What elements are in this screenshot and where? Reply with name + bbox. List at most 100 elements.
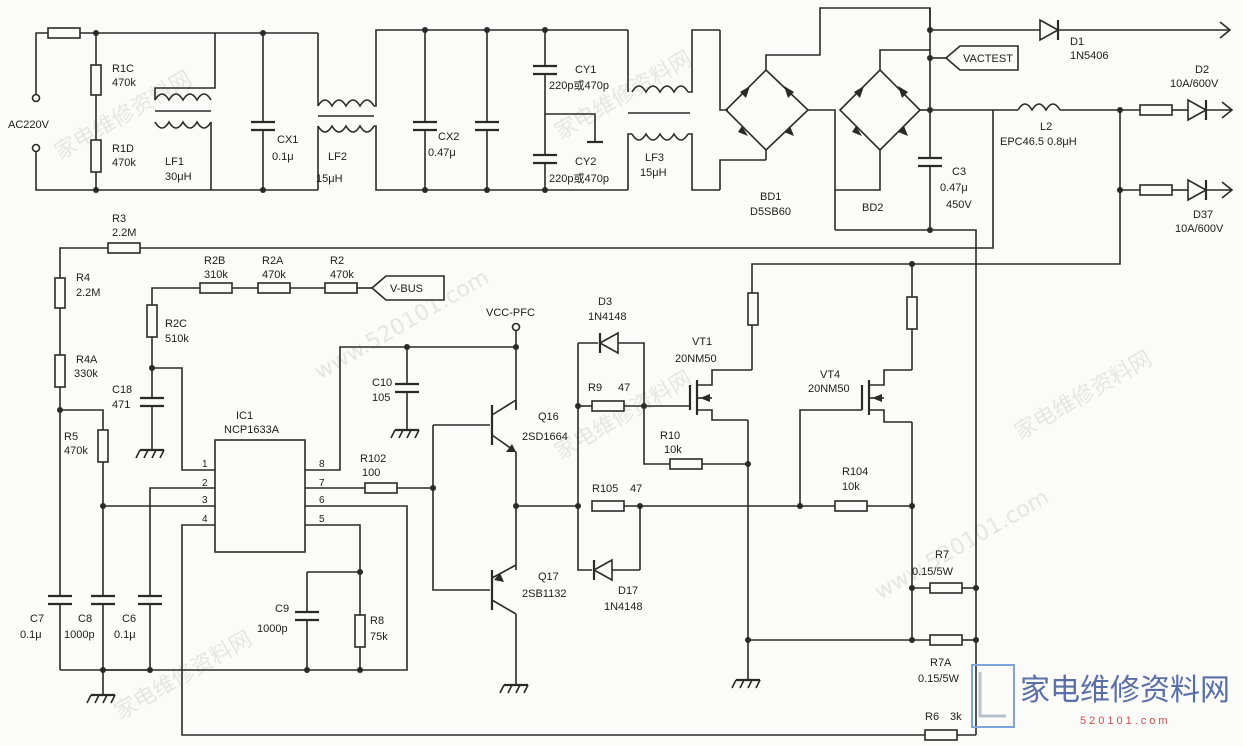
resistor-r105 <box>591 500 625 512</box>
d3-value: 1N4148 <box>588 311 627 323</box>
inductor-lf3-bottom <box>631 132 689 141</box>
resistor-r102 <box>364 482 398 494</box>
c8-label: C8 <box>78 613 92 625</box>
r3-value: 2.2M <box>112 227 136 239</box>
q16-label: Q16 <box>538 411 559 423</box>
inductor-lf1-bottom <box>154 120 212 129</box>
ic-pin-5: 5 <box>319 514 325 525</box>
cx2-label: CX2 <box>438 131 459 143</box>
diode-d17 <box>592 558 613 582</box>
r4a-value: 330k <box>74 368 98 380</box>
d37-value: 10A/600V <box>1175 223 1224 235</box>
r6-value: 3k <box>950 711 962 723</box>
ic-pin-6: 6 <box>319 495 325 506</box>
r7-label: R7 <box>935 549 949 561</box>
vbus-tag <box>370 275 445 301</box>
r7a-value: 0.15/5W <box>918 673 960 685</box>
r2-label: R2 <box>330 255 344 267</box>
q17-value: 2SB1132 <box>522 588 566 600</box>
logo-mark <box>971 664 1015 728</box>
r2c-label: R2C <box>165 318 187 330</box>
resistor-r2 <box>324 282 358 294</box>
r105-value: 47 <box>630 483 642 495</box>
c3-label: C3 <box>952 166 966 178</box>
lf3-label: LF3 <box>645 152 664 164</box>
resistor-r1d <box>90 139 102 173</box>
cy1-label: CY1 <box>575 64 596 76</box>
r2b-label: R2B <box>204 255 225 267</box>
output-section: D1 1N5406 VACTEST L2 EPC46.5 0.8μH D2 10… <box>59 8 1234 735</box>
r5-label: R5 <box>64 431 78 443</box>
inductor-lf1-top <box>154 93 212 102</box>
fuse <box>47 27 81 39</box>
resistor-r6 <box>924 729 958 741</box>
r1c-label: R1C <box>112 63 134 75</box>
r105-label: R105 <box>592 483 618 495</box>
r5-value: 470k <box>64 445 88 457</box>
resistor-vt1-drain <box>747 292 759 326</box>
watermark-layer: 家电维修资料网 www.520101.com 家电维修资料网 家电维修资料网 w… <box>51 47 1157 726</box>
vt1-label: VT1 <box>692 336 712 348</box>
r102-value: 100 <box>362 467 380 479</box>
bridge-bd2 <box>838 68 922 152</box>
resistor-r2a <box>257 282 291 294</box>
r7-value: 0.15/5W <box>912 566 954 578</box>
lf2-value: 15μH <box>316 173 343 185</box>
q17-label: Q17 <box>538 571 559 583</box>
d1-value: 1N5406 <box>1070 50 1109 62</box>
vcc-label: VCC-PFC <box>486 307 535 319</box>
lf1-value: 30μH <box>165 171 192 183</box>
c7-label: C7 <box>30 613 44 625</box>
watermark-text: 家电维修资料网 <box>551 47 697 146</box>
vt4-value: 20NM50 <box>808 383 850 395</box>
inductor-l2 <box>1017 103 1061 112</box>
bd1-label: BD1 <box>760 191 781 203</box>
vactest-label: VACTEST <box>963 53 1013 65</box>
lf3-value: 15μH <box>640 167 667 179</box>
c6-value: 0.1μ <box>114 629 136 641</box>
r102-label: R102 <box>360 453 386 465</box>
c18-value: 471 <box>112 399 130 411</box>
ic-pin-1: 1 <box>202 459 208 470</box>
resistor-r104 <box>834 500 868 512</box>
resistor-r2b <box>199 282 233 294</box>
d17-value: 1N4148 <box>604 601 643 613</box>
ic-pin-4: 4 <box>202 514 208 525</box>
d17-label: D17 <box>618 585 638 597</box>
r3-label: R3 <box>112 213 126 225</box>
r2a-label: R2A <box>262 255 284 267</box>
q16-value: 2SD1664 <box>522 431 568 443</box>
c18-label: C18 <box>112 384 132 396</box>
r7a-label: R7A <box>930 657 952 669</box>
diode-d3 <box>598 331 619 355</box>
resistor-r7a <box>929 634 963 646</box>
cy2-value: 220p或470p <box>549 172 609 185</box>
r4-value: 2.2M <box>76 287 100 299</box>
r10-value: 10k <box>664 444 682 456</box>
r1d-label: R1D <box>112 143 134 155</box>
r1d-value: 470k <box>112 157 136 169</box>
c7-value: 0.1μ <box>20 629 42 641</box>
r8-label: R8 <box>370 615 384 627</box>
r6-label: R6 <box>925 711 939 723</box>
r9-value: 47 <box>618 382 630 394</box>
r9-label: R9 <box>588 382 602 394</box>
logo-title: 家电维修资料网 <box>1020 673 1230 708</box>
resistor-r1c <box>90 64 102 96</box>
inductor-lf2-bottom <box>317 124 375 133</box>
d1-label: D1 <box>1070 36 1084 48</box>
bd1-value: D5SB60 <box>750 206 791 218</box>
resistor-r8 <box>354 614 366 648</box>
d3-label: D3 <box>598 296 612 308</box>
c9-value: 1000p <box>257 623 288 635</box>
cx2-value: 0.47μ <box>428 147 456 159</box>
ic-ncp1633a <box>214 439 306 553</box>
r4a-label: R4A <box>76 354 98 366</box>
lf2-label: LF2 <box>328 151 347 163</box>
d37-label: D37 <box>1193 209 1213 221</box>
c8-value: 1000p <box>64 629 95 641</box>
d2-label: D2 <box>1195 64 1209 76</box>
ac-input-section: AC220V R1C 470k R1D 470k LF1 30μH CX1 <box>8 27 720 193</box>
ic-pin-2: 2 <box>202 478 208 489</box>
